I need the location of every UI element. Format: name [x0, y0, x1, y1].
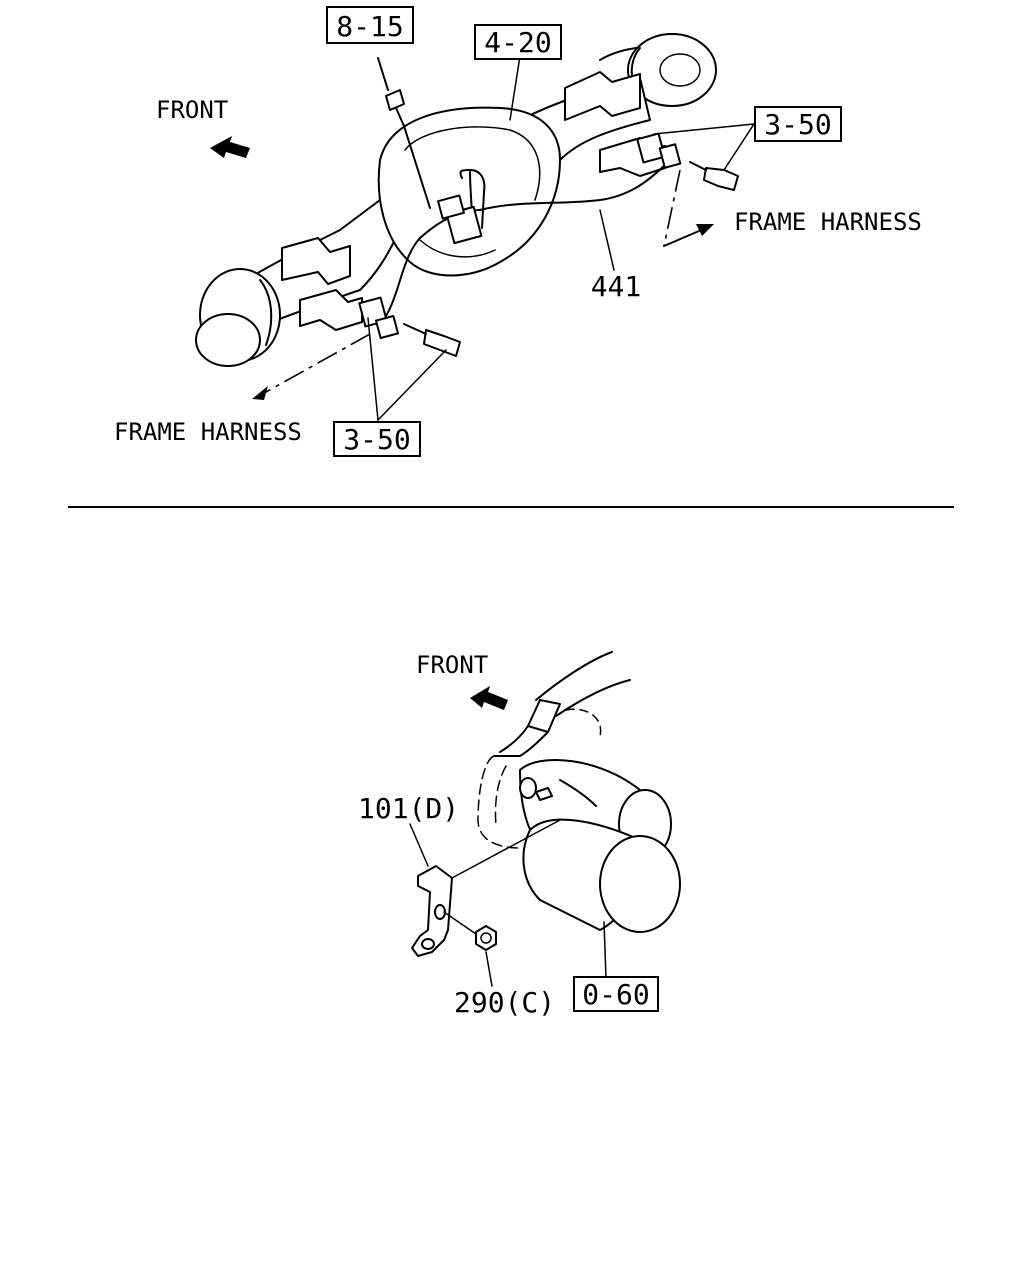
- bolt-left-3-50: [403, 323, 461, 357]
- lower-starter-diagram: FRONT 101(D) 290(C) 0-60: [358, 651, 681, 1019]
- callout-3-50-bottom: 3-50: [343, 423, 410, 456]
- frame-harness-label-right: FRAME HARNESS: [734, 208, 922, 236]
- part-290-c: 290(C): [454, 986, 555, 1019]
- starter-motor: [519, 759, 681, 933]
- frame-harness-arrow-left: [252, 386, 268, 400]
- right-harness-connector: [636, 132, 682, 169]
- front-arrow-lower: [470, 686, 508, 710]
- front-label-upper: FRONT: [156, 96, 228, 124]
- part-441: 441: [591, 270, 642, 303]
- front-arrow-upper: [210, 136, 250, 158]
- callout-4-20: 4-20: [484, 26, 551, 59]
- part-101-d: 101(D): [358, 792, 459, 825]
- bolt-right-3-50: [689, 161, 739, 191]
- frame-harness-arrow-right: [663, 224, 714, 247]
- frame-member: [493, 651, 631, 757]
- left-harness-connector: [358, 296, 400, 340]
- bolt-8-15: [377, 57, 431, 209]
- frame-harness-label-left: FRAME HARNESS: [114, 418, 302, 446]
- nut-290: [443, 911, 497, 951]
- callout-8-15: 8-15: [336, 10, 403, 43]
- upper-axle-diagram: FRONT 8-15 4-20 3-50 3-50 441 FRAME HARN…: [114, 6, 922, 457]
- left-wheel-hub: [195, 268, 281, 367]
- callout-3-50-right: 3-50: [764, 108, 831, 141]
- harness-441: [379, 161, 669, 326]
- callout-0-60: 0-60: [582, 978, 649, 1011]
- front-label-lower: FRONT: [416, 651, 488, 679]
